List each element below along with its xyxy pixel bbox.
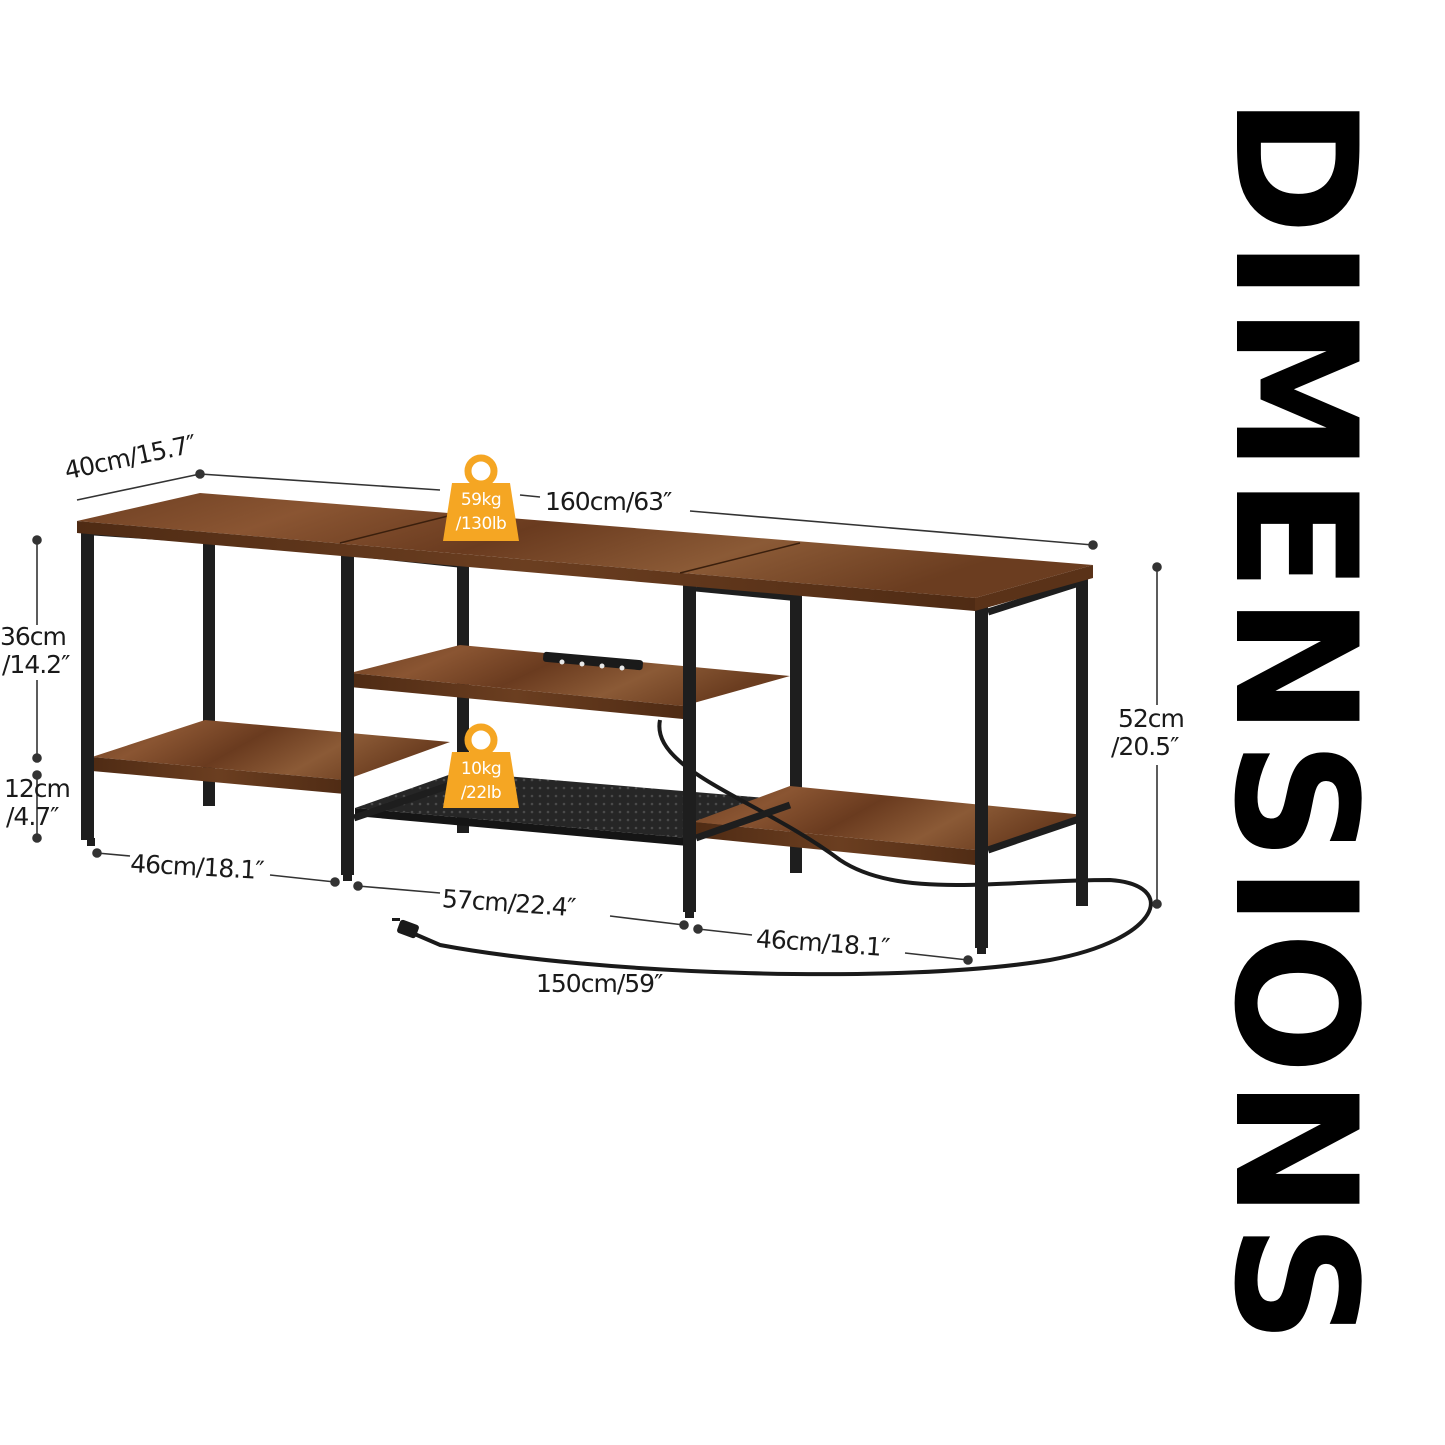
left-upper-height-in: /14.2″ (2, 650, 70, 679)
total-height-in: /20.5″ (1111, 732, 1179, 761)
middle-shelf (350, 645, 790, 719)
weight-icon (443, 454, 519, 541)
shelf-weight-kg: 10kg (460, 759, 502, 779)
weight-icon (443, 723, 519, 808)
power-cord (409, 719, 1153, 977)
plug-icon (392, 918, 419, 939)
width-label: 160cm/63″ (545, 487, 672, 516)
top-weight-kg: 59kg (460, 490, 502, 510)
left-bottom-shelf (92, 720, 450, 794)
shelf-weight-lb: /22lb (460, 783, 502, 803)
dimension-lines (32, 469, 1162, 965)
tabletop (77, 493, 1093, 611)
total-height-cm: 52cm (1118, 704, 1185, 733)
cord-length: 150cm/59″ (536, 969, 663, 998)
front-legs (81, 528, 1088, 954)
left-lower-height-in: /4.7″ (6, 802, 60, 831)
left-upper-height-cm: 36cm (0, 622, 67, 651)
top-weight-lb: /130lb (455, 514, 507, 534)
page-title: DIMENSIONS (1197, 95, 1393, 1349)
left-lower-height-cm: 12cm (4, 774, 71, 803)
